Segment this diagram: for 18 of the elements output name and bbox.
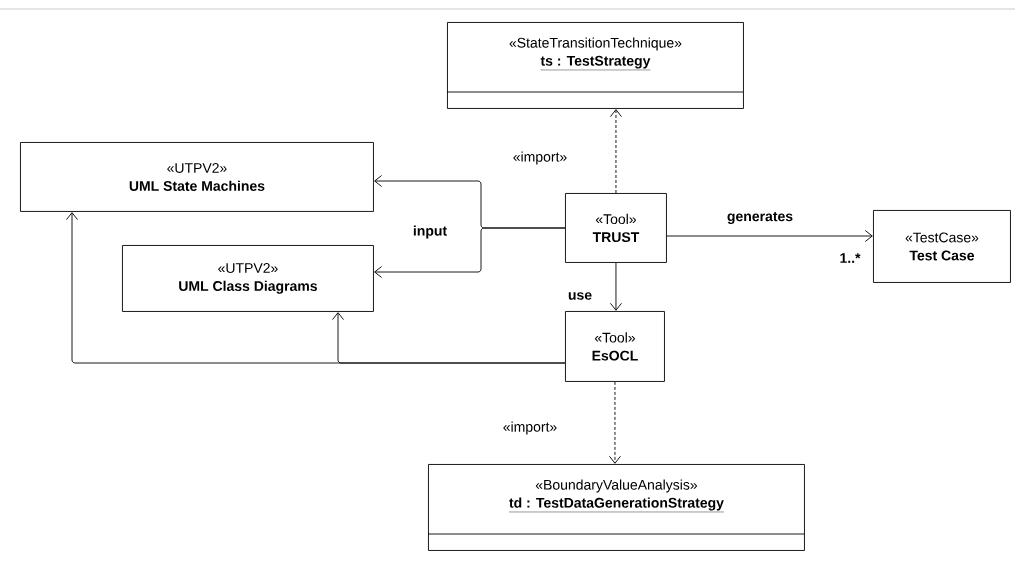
edge-label: use	[566, 291, 594, 301]
class-box: «BoundaryValueAnalysis» td : TestDataGenerationStrategy	[427, 464, 805, 551]
class-box: «Tool» TRUST	[565, 193, 667, 263]
edge-label: input	[411, 224, 449, 240]
arrow	[610, 262, 622, 311]
class-box: «Tool» EsOCL	[565, 311, 665, 382]
class-box: «UTPV2» UML State Machines	[20, 142, 374, 212]
arrow	[374, 227, 566, 278]
arrow	[609, 381, 621, 464]
class-box: «UTPV2» UML Class Diagrams	[122, 245, 374, 312]
arrow	[666, 230, 873, 242]
edge-label: «import»	[511, 150, 569, 166]
arrow	[610, 109, 622, 194]
arrow	[332, 312, 566, 364]
class-box: «TestCase» Test Case	[873, 210, 1011, 283]
edge-label: «import»	[501, 420, 559, 436]
edge-label: generates	[725, 210, 795, 226]
class-box: «StateTransitionTechnique» ts : TestStrategy	[446, 22, 744, 109]
